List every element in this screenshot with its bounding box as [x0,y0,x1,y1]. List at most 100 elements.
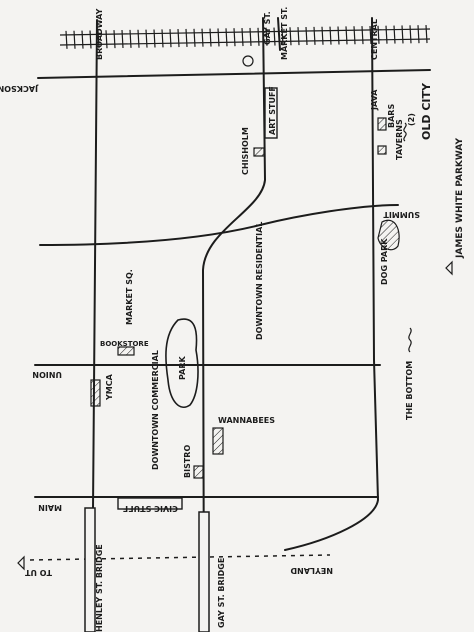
railroad-tie [257,27,260,46]
railroad-tie [233,28,236,47]
art-stuff-label: ART STUFF [268,86,277,135]
chisholm-building [253,147,265,157]
railroad-tie [353,26,356,45]
railroad-tie [209,28,212,47]
buildings [90,117,387,479]
bistro-label: BISTRO [183,445,192,478]
railroad-tie [345,26,348,45]
central-label: CENTRAL [370,19,379,60]
old-city-label: OLD CITY [420,82,433,140]
henley-bridge-shape [84,507,96,632]
railroad-tie [129,29,132,48]
wannabees-label: WANNABEES [218,416,275,425]
union-label: UNION [32,370,62,379]
arrow-to-ut-icon [17,555,25,571]
street-network [34,17,431,632]
railroad-tie [305,26,308,46]
main-label: MAIN [38,503,62,512]
bookstore-label: BOOKSTORE [100,340,149,348]
broadway-label: BROADWAY [95,8,104,60]
railroad-tie [425,25,428,44]
railroad-tie [185,28,188,47]
railroad-tie [329,26,332,45]
railroad-tie [313,26,316,45]
ymca-label: YMCA [105,373,114,401]
park-shape [165,318,199,408]
railroad-tie [401,25,404,44]
bridges [84,507,210,632]
dog-park-label: DOG PARK [380,238,389,285]
railroad-tie [265,27,268,46]
the-bottom-label: THE BOTTOM [405,361,414,420]
jackson-label: JACKSON [0,84,39,93]
railroad-tie [177,29,180,48]
dog-park-shape [377,219,400,251]
railroad-tie [169,29,172,48]
gay-st-label: GAY ST. [263,11,272,45]
railroad-tie [161,29,164,48]
bars-label: BARS [387,104,396,128]
railroad-tie [137,29,140,48]
railroad-tie [113,30,116,49]
railroad-tie [417,25,420,44]
railroad-tracks-icon [59,25,431,49]
downtown-commercial-label: DOWNTOWN COMMERCIAL [151,350,160,470]
railroad-tie [145,29,148,48]
arrow-james-white-icon [445,260,453,276]
railroad-tie [361,26,364,45]
wannabees-building [212,427,224,455]
railroad-tie [193,28,196,47]
railroad-tie [153,29,156,48]
taverns-building [377,117,387,131]
railroad-tie [385,25,388,44]
railroad-tie [201,28,204,47]
jackson-street [37,69,431,79]
railroad-tie [217,28,220,47]
summit-label: SUMMIT [383,210,420,219]
gay-street [201,17,267,632]
james-white-label: JAMES WHITE PARKWAY [455,137,465,259]
railroad-tie [297,27,300,46]
chisholm-label: CHISHOLM [241,127,250,175]
central-street [284,17,380,551]
civic-stuff-frame [117,497,183,510]
railroad-tie [281,27,284,46]
railroad-tie [105,30,108,49]
taverns-label: TAVERNS [395,119,404,160]
java-building [377,145,387,155]
railroad-tie [393,25,396,44]
railroad-tie [65,30,68,49]
market-st-label: MARKET ST. [280,7,289,60]
henley-bridge-label: HENLEY ST. BRIDGE [95,544,104,632]
summit-street [39,204,399,246]
railroad-tie [81,30,84,49]
railroad-tie [73,30,76,49]
railroad-tie [97,30,100,49]
gay-bridge-shape [198,511,210,632]
gay-bridge-label: GAY ST. BRIDGE [217,558,226,628]
railroad-tie [369,25,372,45]
java-label: JAVA [370,89,379,111]
old-city-wave [403,122,407,142]
bookstore-building [117,346,135,356]
to-ut-label: TO UT [24,568,52,577]
railroad-tie [249,27,252,46]
taverns-count-label: (2) [407,113,416,126]
the-bottom-wave [408,327,412,353]
market-sq-label: MARKET SQ. [125,269,134,325]
downtown-residential-label: DOWNTOWN RESIDENTIAL [255,222,264,340]
neyland-label: NEYLAND [290,566,333,575]
ymca-building [90,379,101,407]
market-street [277,17,281,51]
railroad-tie [289,27,292,46]
railroad-tie [273,27,276,46]
railroad-tie [121,29,124,49]
railroad-tie [225,28,228,47]
railroad-tie [241,28,244,47]
bistro-building [193,465,204,479]
civic-stuff-label: CIVIC STUFF [123,504,178,513]
railroad-tie [377,25,380,44]
art-stuff-frame [264,87,278,139]
